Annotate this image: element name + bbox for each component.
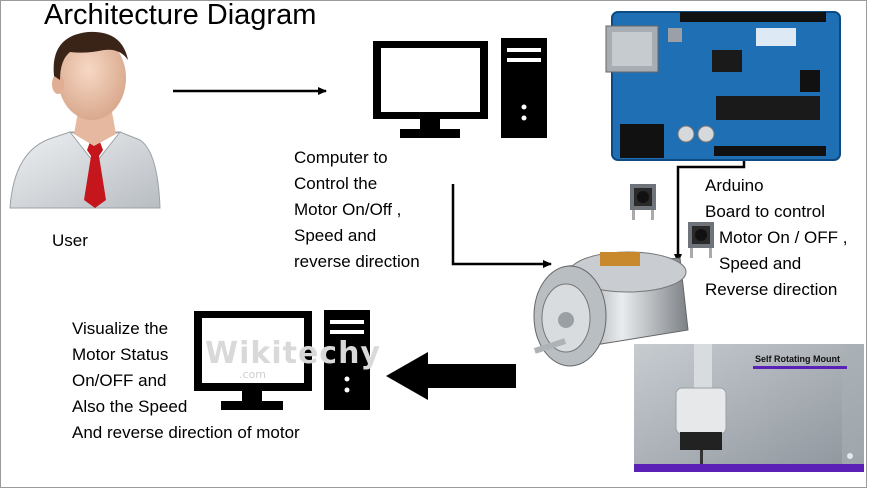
motor-to-display-arrow-head xyxy=(386,352,428,400)
visualize-caption-line: Visualize the xyxy=(72,319,169,338)
computer-caption-line: Speed and xyxy=(294,226,377,245)
computer-caption-line: Computer to xyxy=(294,148,388,167)
arduino-caption-line: Motor On / OFF , xyxy=(719,228,848,247)
visualize-caption: Visualize the Motor Status On/OFF and Al… xyxy=(72,316,300,446)
computer-to-motor-arrow xyxy=(451,184,552,268)
visualize-caption-line: And reverse direction of motor xyxy=(72,423,300,442)
visualize-caption-line: Also the Speed xyxy=(72,397,188,416)
watermark-logo: Wikitechy xyxy=(205,336,381,371)
user-label: User xyxy=(52,231,88,250)
visualize-caption-line: On/OFF and xyxy=(72,371,167,390)
mount-photo-caption: Self Rotating Mount xyxy=(755,354,840,364)
computer-caption: Computer to Control the Motor On/Off , S… xyxy=(294,145,420,275)
arduino-caption: Arduino Board to control Motor On / OFF … xyxy=(705,173,847,303)
visualize-caption-line: Motor Status xyxy=(72,345,169,364)
computer-caption-line: Control the xyxy=(294,174,378,193)
motor-to-display-arrow-body xyxy=(426,364,516,388)
arduino-caption-line: Board to control xyxy=(705,202,826,221)
arduino-caption-line: Reverse direction xyxy=(705,280,838,299)
computer-caption-line: reverse direction xyxy=(294,252,420,271)
arduino-caption-line: Arduino xyxy=(705,176,764,195)
diagram-title: Architecture Diagram xyxy=(44,0,317,31)
watermark-domain: .com xyxy=(239,368,266,381)
arduino-caption-line: Speed and xyxy=(719,254,802,273)
computer-caption-line: Motor On/Off , xyxy=(294,200,402,219)
